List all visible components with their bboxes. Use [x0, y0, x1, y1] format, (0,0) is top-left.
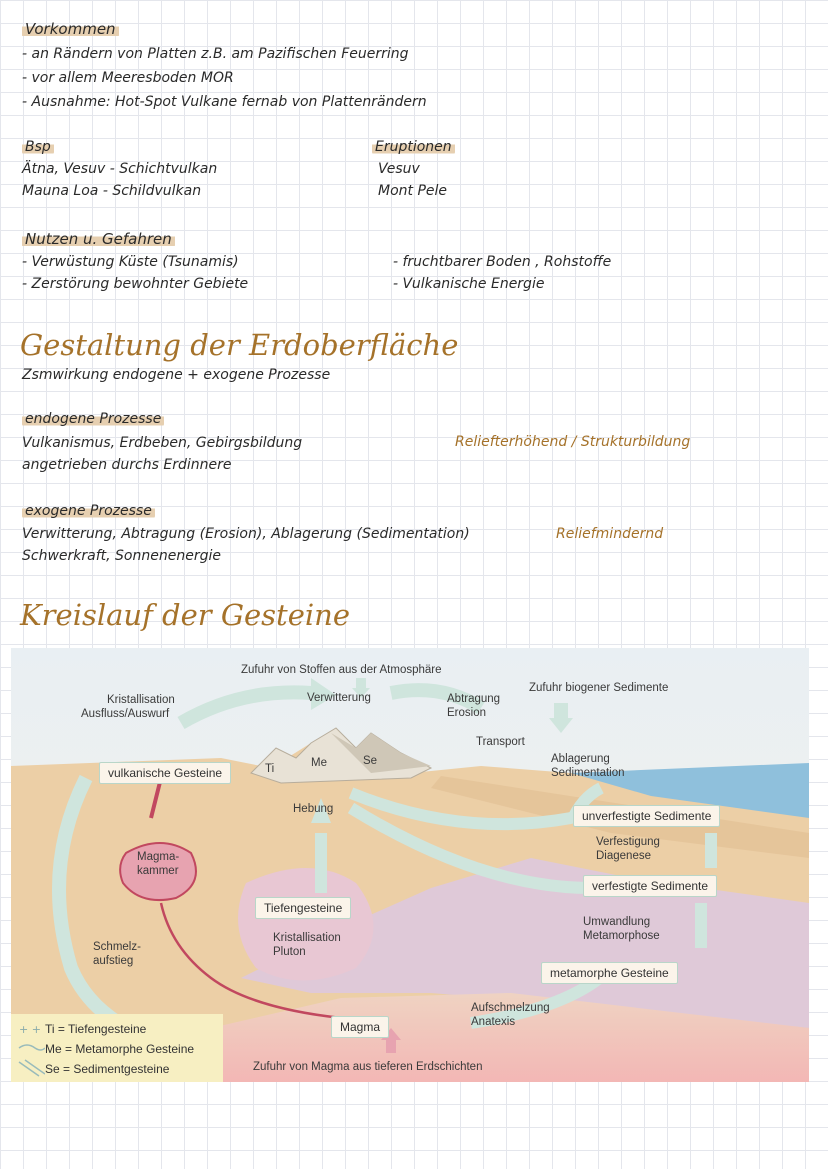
label-ausfluss: Ausfluss/Auswurf: [81, 708, 170, 720]
label-metamorphose: Metamorphose: [583, 930, 660, 942]
label-ablagerung: Ablagerung: [551, 753, 610, 765]
label-biogen: Zufuhr biogener Sedimente: [529, 682, 669, 694]
label-magmakammer: Magma-: [137, 851, 180, 863]
box-magma: Magma: [331, 1016, 390, 1038]
endogen-heading: endogene Prozesse: [22, 410, 165, 428]
label-me: Me: [311, 757, 327, 769]
label-magmakammer: kammer: [137, 865, 179, 877]
endogen-line: Vulkanismus, Erdbeben, Gebirgsbildung: [22, 435, 303, 451]
label-schmelzaufstieg: aufstieg: [93, 955, 134, 967]
box-tiefengesteine: Tiefengesteine: [255, 897, 352, 919]
label-anatexis: Anatexis: [471, 1016, 516, 1028]
label-umwandlung: Umwandlung: [583, 916, 651, 928]
label-verwitterung: Verwitterung: [307, 692, 371, 704]
endogen-line: angetrieben durchs Erdinnere: [22, 457, 232, 473]
eruptionen-line: Vesuv: [378, 161, 420, 177]
bsp-heading: Bsp: [22, 138, 54, 156]
label-hebung: Hebung: [293, 803, 334, 815]
endogen-note: Reliefterhöhend / Strukturbildung: [455, 434, 691, 450]
nutzen-heading: Nutzen u. Gefahren: [22, 230, 175, 248]
legend-item: Me = Metamorphe Gesteine: [45, 1042, 195, 1056]
exogen-note: Reliefmindernd: [556, 526, 664, 542]
gestaltung-title: Gestaltung der Erdoberfläche: [20, 328, 459, 362]
label-zufuhr-magma: Zufuhr von Magma aus tieferen Erdschicht…: [253, 1061, 483, 1073]
label-abtragung: Abtragung: [447, 693, 501, 705]
label-erosion: Erosion: [447, 707, 486, 719]
exogen-line: Schwerkraft, Sonnenenergie: [22, 548, 221, 564]
label-schmelzaufstieg: Schmelz-: [93, 941, 141, 953]
rock-cycle-illustration: [11, 648, 809, 1082]
bsp-line: Ätna, Vesuv - Schichtvulkan: [22, 161, 218, 177]
label-kristallisation-pluton: Kristallisation: [273, 932, 341, 944]
exogen-heading: exogene Prozesse: [22, 502, 155, 520]
label-ti: Ti: [265, 763, 275, 775]
nutzen-line: - fruchtbarer Boden , Rohstoffe: [393, 254, 612, 270]
vorkommen-item: - Ausnahme: Hot-Spot Vulkane fernab von …: [22, 94, 427, 110]
legend-item: Se = Sedimentgesteine: [45, 1062, 170, 1076]
legend-symbols: + +: [18, 1023, 45, 1077]
diagram-legend: + + Ti = Tiefengesteine Me = Metamorphe …: [11, 1014, 223, 1082]
box-verfestigte-sedimente: verfestigte Sedimente: [583, 875, 718, 897]
vorkommen-item: - an Rändern von Platten z.B. am Pazifis…: [22, 46, 409, 62]
label-atmosphaere: Zufuhr von Stoffen aus der Atmosphäre: [241, 664, 442, 676]
label-verfestigung: Verfestigung: [596, 836, 660, 848]
label-transport: Transport: [476, 736, 525, 748]
label-sedimentation: Sedimentation: [551, 767, 625, 779]
label-aufschmelzung: Aufschmelzung: [471, 1002, 550, 1014]
vorkommen-item: - vor allem Meeresboden MOR: [22, 70, 234, 86]
svg-text:+ +: + +: [19, 1023, 41, 1036]
gestaltung-subtitle: Zsmwirkung endogene + exogene Prozesse: [22, 367, 331, 383]
legend-item: Ti = Tiefengesteine: [45, 1022, 147, 1036]
eruptionen-line: Mont Pele: [378, 183, 448, 199]
gefahr-line: - Zerstörung bewohnter Gebiete: [22, 276, 249, 292]
exogen-line: Verwitterung, Abtragung (Erosion), Ablag…: [22, 526, 470, 542]
box-vulkanische-gesteine: vulkanische Gesteine: [99, 762, 232, 784]
bsp-line: Mauna Loa - Schildvulkan: [22, 183, 202, 199]
label-pluton: Pluton: [273, 946, 306, 958]
box-metamorphe-gesteine: metamorphe Gesteine: [541, 962, 678, 984]
nutzen-line: - Vulkanische Energie: [393, 276, 545, 292]
label-diagenese: Diagenese: [596, 850, 651, 862]
label-kristallisation: Kristallisation: [107, 694, 175, 706]
rock-cycle-diagram: Zufuhr von Stoffen aus der Atmosphäre Ve…: [11, 648, 809, 1082]
eruptionen-heading: Eruptionen: [372, 138, 455, 156]
vorkommen-heading: Vorkommen: [22, 20, 119, 38]
gefahr-line: - Verwüstung Küste (Tsunamis): [22, 254, 239, 270]
label-se: Se: [363, 755, 378, 767]
kreislauf-title: Kreislauf der Gesteine: [20, 598, 350, 632]
box-unverfestigte-sedimente: unverfestigte Sedimente: [573, 805, 721, 827]
